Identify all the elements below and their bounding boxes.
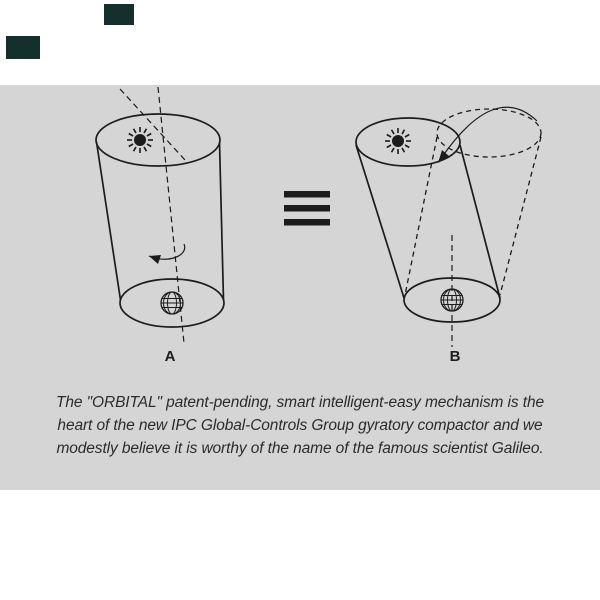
tilt-axis-dashed-line bbox=[119, 88, 186, 161]
figure-caption: The "ORBITAL" patent-pending, smart inte… bbox=[0, 391, 600, 460]
logo-fragment-left bbox=[6, 36, 40, 59]
diagram-b-label: B bbox=[450, 348, 461, 365]
cylinder-left-edge bbox=[95, 141, 122, 301]
logo-fragment-top bbox=[104, 4, 134, 25]
tilted-cylinder-bottom-face bbox=[403, 277, 501, 323]
cylinder-top-face bbox=[95, 113, 221, 167]
rotation-axis-dashed-line bbox=[157, 86, 185, 344]
gyration-arrow-icon bbox=[438, 106, 538, 163]
sun-icon bbox=[126, 126, 154, 154]
orbit-ellipse-dashed bbox=[436, 108, 542, 158]
sun-icon bbox=[384, 127, 412, 155]
caption-line-1: The "ORBITAL" patent-pending, smart inte… bbox=[56, 394, 544, 411]
cylinder-bottom-face bbox=[119, 278, 225, 328]
cylinder-right-edge bbox=[218, 141, 225, 301]
orbital-mechanism-diagram: A bbox=[95, 86, 542, 365]
cone-right-dashed-edge bbox=[499, 136, 542, 296]
equivalence-icon bbox=[284, 191, 330, 226]
tilted-cylinder-right-edge bbox=[459, 144, 501, 299]
diagram-b: B bbox=[355, 106, 542, 365]
diagram-a-label: A bbox=[165, 348, 176, 365]
globe-icon bbox=[160, 291, 184, 315]
diagram-a: A bbox=[95, 86, 225, 365]
tilted-cylinder-top-face bbox=[355, 117, 461, 167]
figure-panel: A bbox=[0, 85, 600, 490]
cone-left-dashed-edge bbox=[404, 136, 438, 296]
tilted-cylinder-left-edge bbox=[355, 144, 405, 299]
caption-line-3: modestly believe it is worthy of the nam… bbox=[56, 440, 544, 457]
caption-line-2: heart of the new IPC Global-Controls Gro… bbox=[57, 417, 543, 434]
rotation-arrow-icon bbox=[148, 243, 186, 264]
